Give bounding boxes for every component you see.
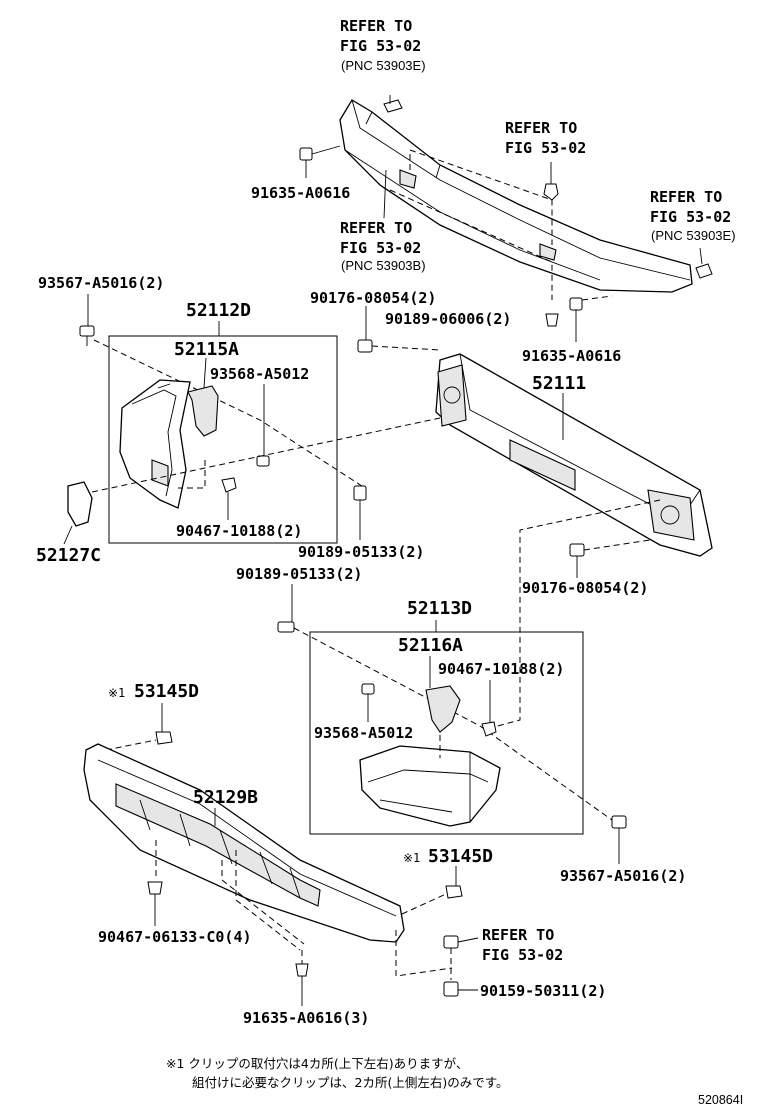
refer-mid-line2: FIG 53-02 (505, 139, 586, 157)
clip-53145D-upper (155, 731, 173, 745)
refer-right-line1: REFER TO (650, 188, 722, 206)
footnote-line2: 組付けに必要なクリップは、2カ所(上側左右)のみです。 (192, 1075, 508, 1090)
part-90176-upper: 90176-08054(2) (310, 289, 436, 307)
bolt-93567-lower (611, 815, 627, 864)
refer-bottom-line2: FIG 53-02 (482, 946, 563, 964)
part-93567-upper: 93567-A5016(2) (38, 274, 164, 292)
part-91635-right: 91635-A0616 (522, 347, 621, 365)
part-93568-upper: 93568-A5012 (210, 365, 309, 383)
figure-id: 520864I (698, 1093, 743, 1107)
part-52127C: 52127C (36, 545, 101, 566)
refer-right-pnc: (PNC 53903E) (651, 228, 736, 243)
part-93567-lower: 93567-A5016(2) (560, 867, 686, 885)
refer-top-pnc: (PNC 53903E) (341, 58, 426, 73)
part-53145D-lower: 53145D (428, 846, 493, 867)
bracket-52115A (187, 357, 219, 437)
lower-grille-52129B (83, 743, 405, 943)
bumper-reinforcement-52111 (435, 353, 713, 557)
footnote-line1: ※1 クリップの取付穴は4カ所(上下左右)ありますが、 (166, 1056, 468, 1071)
clip-53145D-lower (445, 885, 463, 899)
part-53145D-upper: 53145D (134, 681, 199, 702)
clip-90467-lower (481, 721, 497, 737)
clip-refer-right (695, 247, 713, 279)
part-90189-06006: 90189-06006(2) (385, 310, 511, 328)
screw-93568-lower (361, 683, 375, 722)
clip-90467-06133 (147, 881, 163, 926)
clip-91635-right (569, 297, 583, 342)
nut-90176-lower (569, 543, 585, 578)
bolt-90159-50311 (443, 981, 459, 997)
clip-91635-lower (295, 963, 309, 1006)
part-52111: 52111 (532, 373, 586, 394)
part-91635-left: 91635-A0616 (251, 184, 350, 202)
refer-center-line1: REFER TO (340, 219, 412, 237)
refer-center-line2: FIG 53-02 (340, 239, 421, 257)
part-93568-lower: 93568-A5012 (314, 724, 413, 742)
clip-90467-upper (221, 477, 237, 520)
note-mark-lower: ※1 (403, 851, 420, 865)
note-mark-upper: ※1 (108, 686, 125, 700)
bolt-93567-upper (79, 325, 95, 346)
nut-90176-upper (357, 339, 373, 353)
part-90467-06133: 90467-06133-C0(4) (98, 928, 252, 946)
refer-mid-line1: REFER TO (505, 119, 577, 137)
refer-top-line2: FIG 53-02 (340, 37, 421, 55)
refer-right-line2: FIG 53-02 (650, 208, 731, 226)
right-assembly-frame (309, 631, 584, 835)
part-90467-upper: 90467-10188(2) (176, 522, 302, 540)
part-52116A: 52116A (398, 635, 463, 656)
clip-top (383, 95, 403, 113)
refer-top-line1: REFER TO (340, 17, 412, 35)
part-52112D: 52112D (186, 300, 251, 321)
bumper-extension-left-52112D (119, 379, 191, 509)
part-90159-50311: 90159-50311(2) (480, 982, 606, 1000)
upper-spoiler (339, 99, 693, 293)
screw-93568-upper (256, 455, 270, 467)
bolt-90189-05133-right (353, 485, 367, 540)
tow-hook-cover-52127C (67, 481, 93, 527)
bolt-90189-05133-left (277, 621, 295, 633)
part-90467-lower: 90467-10188(2) (438, 660, 564, 678)
part-90189-05133-left: 90189-05133(2) (236, 565, 362, 583)
part-90176-lower: 90176-08054(2) (522, 579, 648, 597)
refer-center-pnc: (PNC 53903B) (341, 258, 426, 273)
part-91635-lower: 91635-A0616(3) (243, 1009, 369, 1027)
clip-90189-06006 (545, 313, 559, 327)
part-52113D: 52113D (407, 598, 472, 619)
part-52129B: 52129B (193, 787, 258, 808)
bumper-extension-right-52113D (359, 745, 501, 827)
clip-refer-mid (543, 162, 559, 201)
clip-refer-bottom (443, 935, 459, 949)
bracket-52116A (425, 685, 461, 733)
part-90189-05133-right: 90189-05133(2) (298, 543, 424, 561)
clip-91635-left (299, 145, 341, 178)
part-52115A: 52115A (174, 339, 239, 360)
refer-bottom-line1: REFER TO (482, 926, 554, 944)
